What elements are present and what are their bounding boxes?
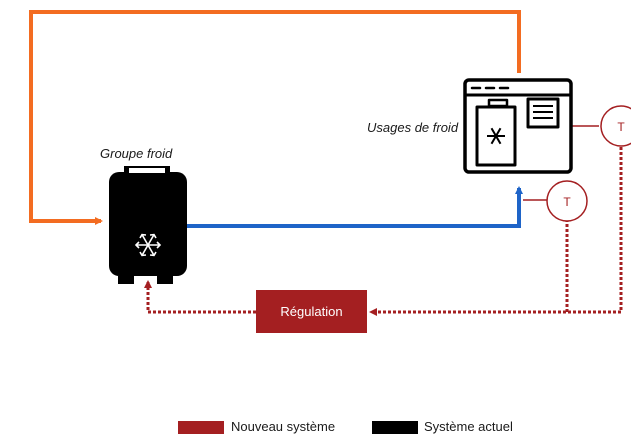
cold-water-pipe [186, 186, 523, 228]
groupe-froid-label: Groupe froid [100, 146, 173, 161]
chiller-unit [109, 166, 187, 284]
temperature-sensor-2 [600, 105, 631, 147]
sensor-1-label: T [563, 195, 571, 209]
legend-label-current-system: Système actuel [424, 419, 513, 434]
sensor-2-label: T [617, 120, 625, 134]
legend-label-new-system: Nouveau système [231, 419, 336, 434]
legend-swatch-current-system [372, 421, 418, 434]
regulation-box [256, 290, 367, 333]
legend-swatch-new-system [178, 421, 224, 434]
temperature-sensor-1 [546, 180, 588, 222]
regulation-label: Régulation [280, 304, 343, 319]
signal-line-to-chiller [144, 280, 256, 314]
usages-de-froid-label: Usages de froid [367, 120, 459, 135]
signal-line-sensor-2 [369, 142, 623, 316]
snowflake-icon [134, 233, 162, 257]
hot-water-pipe [29, 10, 521, 225]
cold-room-icon [463, 78, 573, 174]
